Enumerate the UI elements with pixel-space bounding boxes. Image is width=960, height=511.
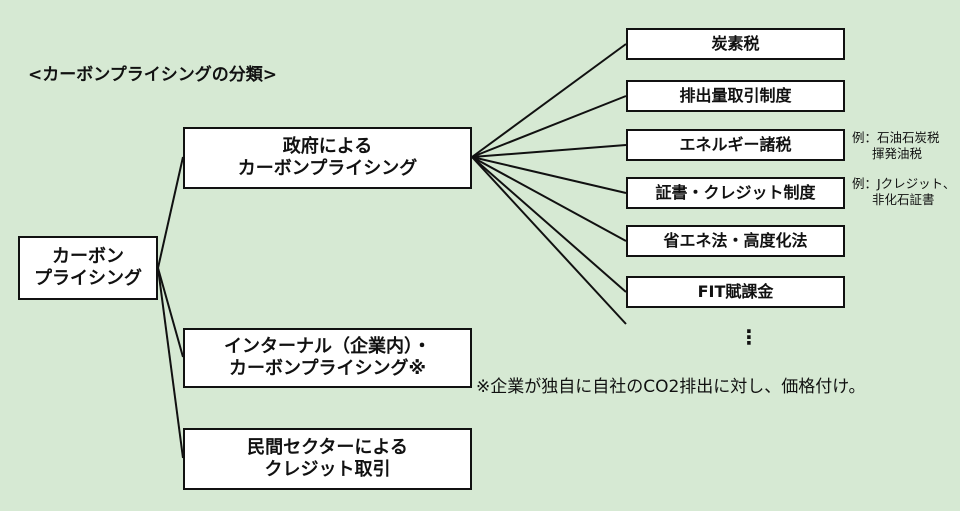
branch-internal-line1: インターナル（企業内）・: [224, 335, 431, 357]
instrument-energy-conservation-law: 省エネ法・高度化法: [626, 225, 845, 257]
note-certificates-line1: 例：Jクレジット、: [852, 176, 956, 191]
note-energy-taxes-line2: 揮発油税: [872, 146, 923, 162]
branch-private-line1: 民間セクターによる: [247, 436, 408, 458]
instrument-fit-surcharge: FIT賦課金: [626, 276, 845, 308]
branch-internal-line2: カーボンプライシング※: [229, 358, 426, 379]
branch-internal-box: インターナル（企業内）・ カーボンプライシング※: [183, 328, 472, 388]
branch-government-line1: 政府による: [282, 135, 373, 157]
footnote-internal-pricing: ※企業が独自に自社のCO2排出に対し、価格付け。: [476, 377, 866, 397]
branch-government-line2: カーボンプライシング: [237, 158, 418, 179]
branch-private-line2: クレジット取引: [264, 459, 391, 480]
note-energy-taxes: 例：石油石炭税 揮発油税: [852, 130, 940, 163]
instrument-energy-taxes: エネルギー諸税: [626, 129, 845, 161]
branch-private-box: 民間セクターによる クレジット取引: [183, 428, 472, 490]
more-ellipsis: ⋮: [739, 325, 759, 349]
instrument-carbon-tax: 炭素税: [626, 28, 845, 60]
instrument-certificates-credits: 証書・クレジット制度: [626, 177, 845, 209]
root-box: カーボン プライシング: [18, 236, 158, 300]
note-certificates: 例：Jクレジット、 非化石証書: [852, 176, 955, 209]
note-certificates-line2: 非化石証書: [872, 192, 935, 208]
note-energy-taxes-line1: 例：石油石炭税: [852, 130, 940, 145]
branch-government-box: 政府による カーボンプライシング: [183, 127, 472, 189]
instrument-emissions-trading: 排出量取引制度: [626, 80, 845, 112]
root-label-line1: カーボン: [52, 245, 124, 267]
root-label-line2: プライシング: [34, 268, 142, 289]
diagram-heading: <カーボンプライシングの分類>: [28, 65, 277, 85]
